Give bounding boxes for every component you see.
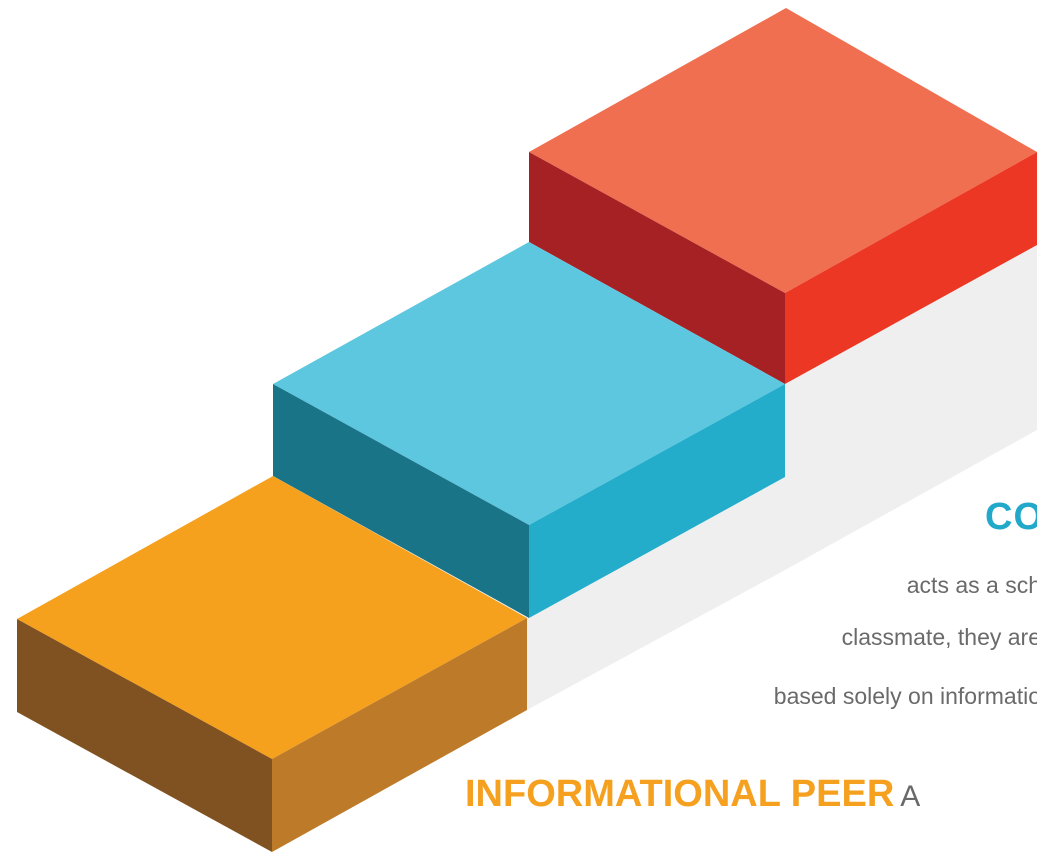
bottom-step-right-face [272, 618, 527, 852]
middle-step-right-face [529, 384, 785, 618]
top-step-left-face [529, 152, 785, 384]
middle-step-top-face [273, 242, 785, 525]
top-step-right-face [785, 152, 1037, 384]
bottom-step-left-face [17, 619, 272, 852]
bottom-step [17, 476, 527, 852]
top-step [529, 8, 1037, 384]
informational-peer-rest: A [900, 780, 921, 813]
step-shadow [527, 340, 1037, 710]
bottom-step-top-face [17, 476, 527, 759]
collaborator-heading: CO [985, 496, 1037, 538]
middle-step [273, 242, 785, 618]
informational-peer-title: INFORMATIONAL PEER [465, 773, 895, 815]
description-line-2: classmate, they are [841, 624, 1037, 650]
step-shadow-upper [785, 245, 1037, 477]
description-line-3: based solely on informatio [773, 683, 1037, 709]
top-step-top-face [529, 8, 1037, 293]
middle-step-left-face [273, 384, 529, 618]
description-line-1: acts as a sch [906, 572, 1037, 598]
